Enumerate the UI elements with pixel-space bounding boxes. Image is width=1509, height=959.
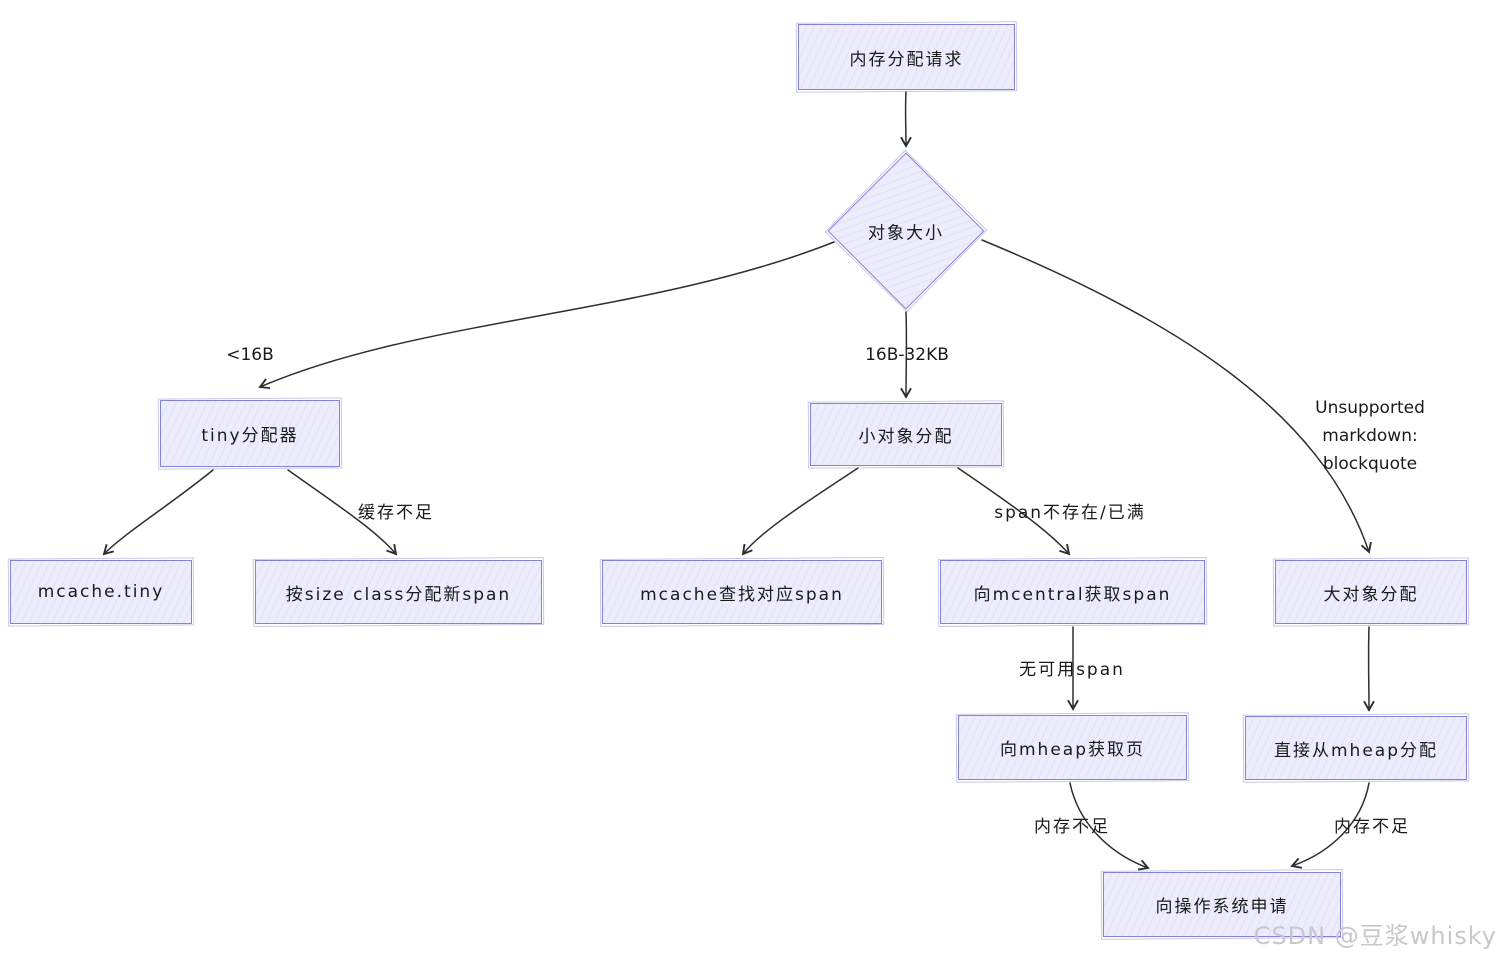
edge-tiny-to-mcache-tiny — [102, 469, 214, 556]
node-large-object: 大对象分配 — [1275, 560, 1467, 624]
node-mheap-direct: 直接从mheap分配 — [1245, 716, 1467, 780]
node-mcache-tiny: mcache.tiny — [10, 560, 192, 624]
edge-label-span-missing: span不存在/已满 — [994, 502, 1146, 523]
edge-label-unsupported-blockquote: Unsupported markdown: blockquote — [1315, 397, 1425, 475]
node-mcache-lookup: mcache查找对应span — [602, 560, 882, 624]
edge-size-to-large — [981, 239, 1372, 554]
edge-mheap-direct-to-os — [1290, 782, 1370, 869]
node-object-size: 对象大小 — [826, 151, 986, 311]
watermark: CSDN @豆浆whisky — [1253, 922, 1497, 950]
edge-label-oom-right: 内存不足 — [1334, 816, 1410, 837]
node-size-class-span: 按size class分配新span — [255, 560, 542, 624]
node-mheap-direct-label: 直接从mheap分配 — [1273, 740, 1438, 761]
node-small-object-label: 小对象分配 — [858, 427, 954, 447]
node-mcache-lookup-label: mcache查找对应span — [640, 584, 844, 605]
edge-small-to-mcentral — [957, 467, 1071, 556]
edge-tiny-to-size-class — [287, 469, 398, 556]
node-object-size-label: 对象大小 — [868, 223, 944, 244]
node-tiny-allocator: tiny分配器 — [160, 400, 340, 467]
edge-label-oom-left: 内存不足 — [1034, 816, 1110, 837]
node-tiny-allocator-label: tiny分配器 — [201, 426, 299, 446]
node-os-request-label: 向操作系统申请 — [1155, 897, 1289, 917]
edge-label-16b-32kb: 16B-32KB — [865, 344, 949, 365]
node-mheap-get-page-label: 向mheap获取页 — [999, 740, 1145, 760]
node-memory-request-label: 内存分配请求 — [849, 49, 964, 70]
node-mcentral-get: 向mcentral获取span — [940, 560, 1205, 624]
edge-label-lt16b: <16B — [226, 344, 274, 365]
node-memory-request: 内存分配请求 — [798, 24, 1015, 90]
edge-small-to-mcache-lookup — [741, 467, 859, 556]
node-mheap-get-page: 向mheap获取页 — [958, 715, 1187, 780]
edge-size-to-tiny — [258, 241, 835, 390]
node-os-request: 向操作系统申请 — [1103, 872, 1341, 937]
edge-label-cache-insufficient: 缓存不足 — [358, 502, 434, 523]
edge-mheap-page-to-os — [1069, 782, 1150, 871]
node-small-object: 小对象分配 — [810, 403, 1002, 466]
edge-label-no-span: 无可用span — [1019, 659, 1125, 680]
node-mcache-tiny-label: mcache.tiny — [37, 582, 165, 602]
node-size-class-span-label: 按size class分配新span — [285, 584, 512, 605]
node-large-object-label: 大对象分配 — [1323, 584, 1419, 605]
node-mcentral-get-label: 向mcentral获取span — [973, 584, 1172, 605]
